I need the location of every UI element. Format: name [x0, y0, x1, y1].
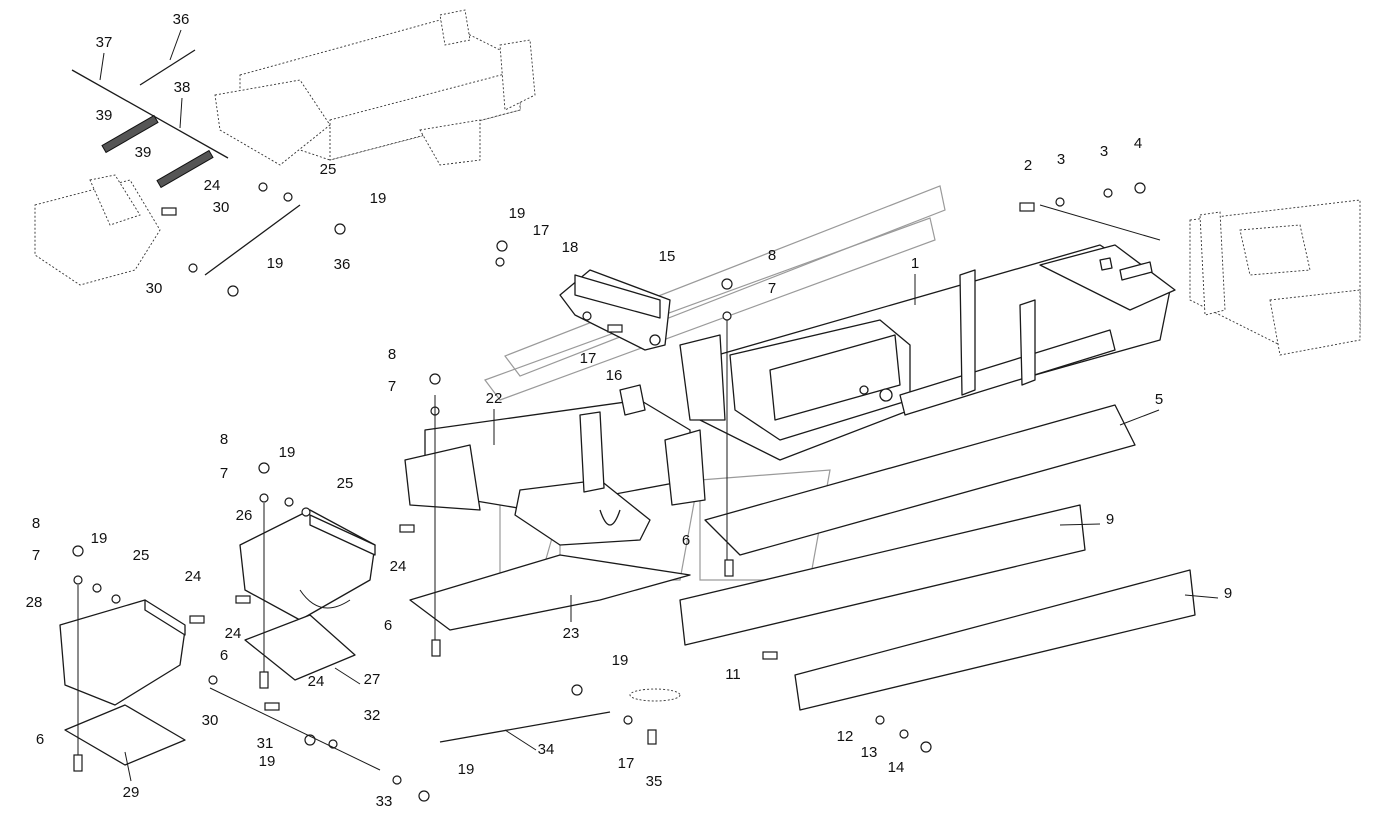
- callout-17: 17: [533, 222, 550, 239]
- callout-19: 19: [279, 444, 296, 461]
- callout-18: 18: [562, 239, 579, 256]
- callout-39: 39: [96, 107, 113, 124]
- callout-28: 28: [26, 594, 43, 611]
- callout-6: 6: [220, 647, 228, 664]
- plate-27: [244, 614, 356, 681]
- callout-39: 39: [135, 144, 152, 161]
- ghost-frame-top-right: [1189, 199, 1361, 356]
- cover-26: [239, 509, 376, 621]
- callout-30: 30: [146, 280, 163, 297]
- center-beam: [404, 384, 706, 546]
- callout-1: 1: [911, 255, 919, 272]
- plate-23: [409, 554, 691, 631]
- cover-28: [59, 599, 186, 706]
- callout-32: 32: [364, 707, 381, 724]
- callout-25: 25: [133, 547, 150, 564]
- callout-19: 19: [259, 753, 276, 770]
- callout-17: 17: [580, 350, 597, 367]
- tie-rod-34: [439, 688, 681, 743]
- callout-27: 27: [364, 671, 381, 688]
- callout-25: 25: [320, 161, 337, 178]
- plate-5: [704, 404, 1136, 556]
- callout-19: 19: [91, 530, 108, 547]
- callout-6: 6: [384, 617, 392, 634]
- callout-2: 2: [1024, 157, 1032, 174]
- callout-17: 17: [618, 755, 635, 772]
- callout-24: 24: [204, 177, 221, 194]
- callout-37: 37: [96, 34, 113, 51]
- callout-33: 33: [376, 793, 393, 810]
- callout-5: 5: [1155, 391, 1163, 408]
- callout-7: 7: [32, 547, 40, 564]
- callout-24: 24: [225, 625, 242, 642]
- callout-24: 24: [308, 673, 325, 690]
- callout-3: 3: [1057, 151, 1065, 168]
- callout-6: 6: [36, 731, 44, 748]
- callout-36: 36: [173, 11, 190, 28]
- callout-8: 8: [388, 346, 396, 363]
- callout-4: 4: [1134, 135, 1142, 152]
- callout-15: 15: [659, 248, 676, 265]
- callout-30: 30: [202, 712, 219, 729]
- callout-6: 6: [682, 532, 690, 549]
- rod-assembly-top-left: [71, 49, 301, 276]
- callout-25: 25: [337, 475, 354, 492]
- callout-9: 9: [1224, 585, 1232, 602]
- callout-30: 30: [213, 199, 230, 216]
- callout-19: 19: [370, 190, 387, 207]
- callout-16: 16: [606, 367, 623, 384]
- callout-labels: 3637383939242530193619301917181517168712…: [26, 11, 1233, 810]
- callout-19: 19: [509, 205, 526, 222]
- plate-29: [64, 704, 186, 766]
- callout-22: 22: [486, 390, 503, 407]
- callout-9: 9: [1106, 511, 1114, 528]
- callout-24: 24: [390, 558, 407, 575]
- callout-7: 7: [388, 378, 396, 395]
- plate-9-upper: [679, 504, 1086, 646]
- callout-23: 23: [563, 625, 580, 642]
- callout-7: 7: [768, 280, 776, 297]
- callout-29: 29: [123, 784, 140, 801]
- callout-12: 12: [837, 728, 854, 745]
- hardware: [72, 182, 1146, 802]
- callout-38: 38: [174, 79, 191, 96]
- callout-19: 19: [612, 652, 629, 669]
- ghost-frame-top-left: [34, 9, 536, 286]
- callout-35: 35: [646, 773, 663, 790]
- callout-13: 13: [861, 744, 878, 761]
- callout-11: 11: [725, 666, 741, 683]
- callout-31: 31: [257, 735, 274, 752]
- callout-3: 3: [1100, 143, 1108, 160]
- bracket-15: [559, 269, 671, 351]
- callout-8: 8: [220, 431, 228, 448]
- callout-19: 19: [267, 255, 284, 272]
- main-frame-beam: [679, 244, 1176, 461]
- callout-36: 36: [334, 256, 351, 273]
- callout-19: 19: [458, 761, 475, 778]
- callout-26: 26: [236, 507, 253, 524]
- plate-9-lower: [794, 569, 1196, 711]
- callout-8: 8: [32, 515, 40, 532]
- callout-24: 24: [185, 568, 202, 585]
- callout-7: 7: [220, 465, 228, 482]
- callout-14: 14: [888, 759, 905, 776]
- leader-lines: [77, 29, 1219, 782]
- callout-34: 34: [538, 741, 555, 758]
- callout-8: 8: [768, 247, 776, 264]
